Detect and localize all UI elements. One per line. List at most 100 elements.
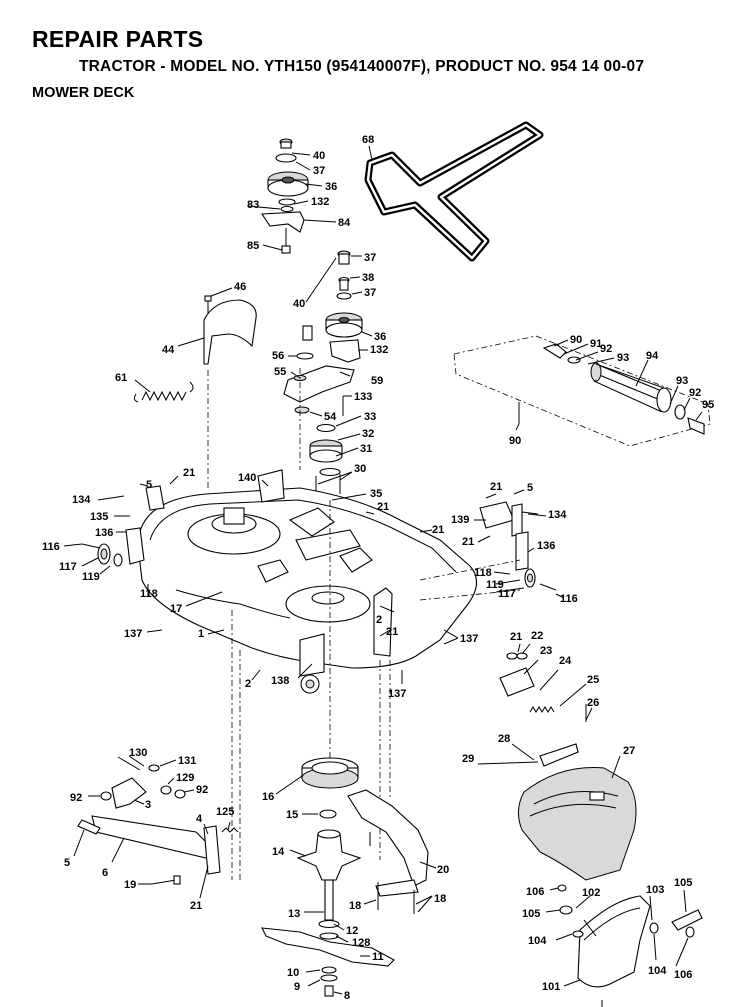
callout-105: 105 (674, 877, 692, 889)
callout-136: 136 (95, 527, 113, 539)
callout-9: 9 (294, 981, 300, 993)
callout-5: 5 (527, 482, 533, 494)
callout-118: 118 (474, 567, 492, 579)
callout-44: 44 (162, 344, 175, 356)
callout-10: 10 (287, 967, 299, 979)
callout-21: 21 (190, 900, 202, 912)
callout-84: 84 (338, 217, 351, 229)
callout-2: 2 (245, 678, 251, 690)
callout-30: 30 (354, 463, 366, 475)
mulch-plug-assembly (557, 884, 703, 1007)
callout-134: 134 (548, 509, 567, 521)
drive-pulley-assembly (302, 250, 363, 363)
callout-131: 131 (178, 755, 196, 767)
left-gauge-wheel-assembly (81, 485, 165, 596)
callout-132: 132 (370, 344, 388, 356)
callout-136: 136 (537, 540, 555, 552)
callout-117: 117 (59, 561, 77, 573)
callout-103: 103 (646, 884, 664, 896)
callout-54: 54 (324, 411, 337, 423)
callout-15: 15 (286, 809, 298, 821)
callout-56: 56 (272, 350, 284, 362)
callout-55: 55 (274, 366, 286, 378)
callout-119: 119 (82, 571, 100, 583)
page-title: REPAIR PARTS (32, 26, 204, 52)
callout-117: 117 (498, 588, 516, 600)
callout-128: 128 (352, 937, 370, 949)
callout-137: 137 (124, 628, 142, 640)
callout-28: 28 (498, 733, 510, 745)
callout-6: 6 (102, 867, 108, 879)
callout-116: 116 (42, 541, 60, 553)
callout-14: 14 (272, 846, 285, 858)
callout-35: 35 (370, 488, 382, 500)
callout-106: 106 (674, 969, 692, 981)
callout-133: 133 (354, 391, 372, 403)
callout-135: 135 (90, 511, 108, 523)
callout-33: 33 (364, 411, 376, 423)
callout-132: 132 (311, 196, 329, 208)
lift-linkage (77, 756, 239, 885)
callout-21: 21 (183, 467, 195, 479)
callout-36: 36 (374, 331, 386, 343)
callout-92: 92 (689, 387, 701, 399)
idler-pulley-assembly (261, 138, 309, 254)
spindle-pulley (309, 423, 343, 500)
callout-37: 37 (364, 287, 376, 299)
callout-83: 83 (247, 199, 259, 211)
callout-21: 21 (377, 501, 389, 513)
callout-2: 2 (376, 614, 382, 626)
callout-4: 4 (196, 813, 203, 825)
callout-5: 5 (146, 479, 152, 491)
callout-21: 21 (432, 524, 444, 536)
blade-baffle (347, 789, 429, 914)
callout-138: 138 (271, 675, 289, 687)
callout-38: 38 (362, 272, 374, 284)
callout-93: 93 (676, 375, 688, 387)
callout-90: 90 (509, 435, 521, 447)
mower-deck-housing (137, 469, 478, 694)
callout-104: 104 (648, 965, 667, 977)
callout-92: 92 (600, 343, 612, 355)
callout-90: 90 (570, 334, 582, 346)
callout-23: 23 (540, 645, 552, 657)
callout-32: 32 (362, 428, 374, 440)
anti-scalp-roller (453, 335, 711, 447)
callout-140: 140 (238, 472, 256, 484)
callout-37: 37 (364, 252, 376, 264)
callout-27: 27 (623, 745, 635, 757)
callout-118: 118 (140, 588, 158, 600)
callout-105: 105 (522, 908, 540, 920)
callout-3: 3 (145, 799, 151, 811)
callout-68: 68 (362, 134, 374, 146)
callout-91: 91 (590, 338, 602, 350)
callout-21: 21 (510, 631, 522, 643)
callout-numbers: 40 37 36 83 132 84 85 68 37 38 37 40 36 … (42, 134, 714, 1002)
assembly-guide-lines (207, 368, 521, 880)
callout-92: 92 (196, 784, 208, 796)
belt-guide (203, 295, 257, 365)
callout-93: 93 (617, 352, 629, 364)
callout-16: 16 (262, 791, 274, 803)
callout-31: 31 (360, 443, 372, 455)
callout-25: 25 (587, 674, 599, 686)
callout-129: 129 (176, 772, 194, 784)
callout-36: 36 (325, 181, 337, 193)
callout-1: 1 (198, 628, 204, 640)
callout-106: 106 (526, 886, 544, 898)
callout-17: 17 (170, 603, 182, 615)
callout-8: 8 (344, 990, 350, 1002)
callout-46: 46 (234, 281, 246, 293)
callout-40: 40 (293, 298, 305, 310)
callout-22: 22 (531, 630, 543, 642)
callout-11: 11 (372, 951, 384, 963)
section-title: MOWER DECK (32, 85, 135, 101)
callout-85: 85 (247, 240, 259, 252)
callout-137: 137 (388, 688, 406, 700)
callout-26: 26 (587, 697, 599, 709)
callout-13: 13 (288, 908, 300, 920)
callout-130: 130 (129, 747, 147, 759)
callout-134: 134 (72, 494, 91, 506)
callout-21: 21 (462, 536, 474, 548)
callout-18: 18 (434, 893, 446, 905)
